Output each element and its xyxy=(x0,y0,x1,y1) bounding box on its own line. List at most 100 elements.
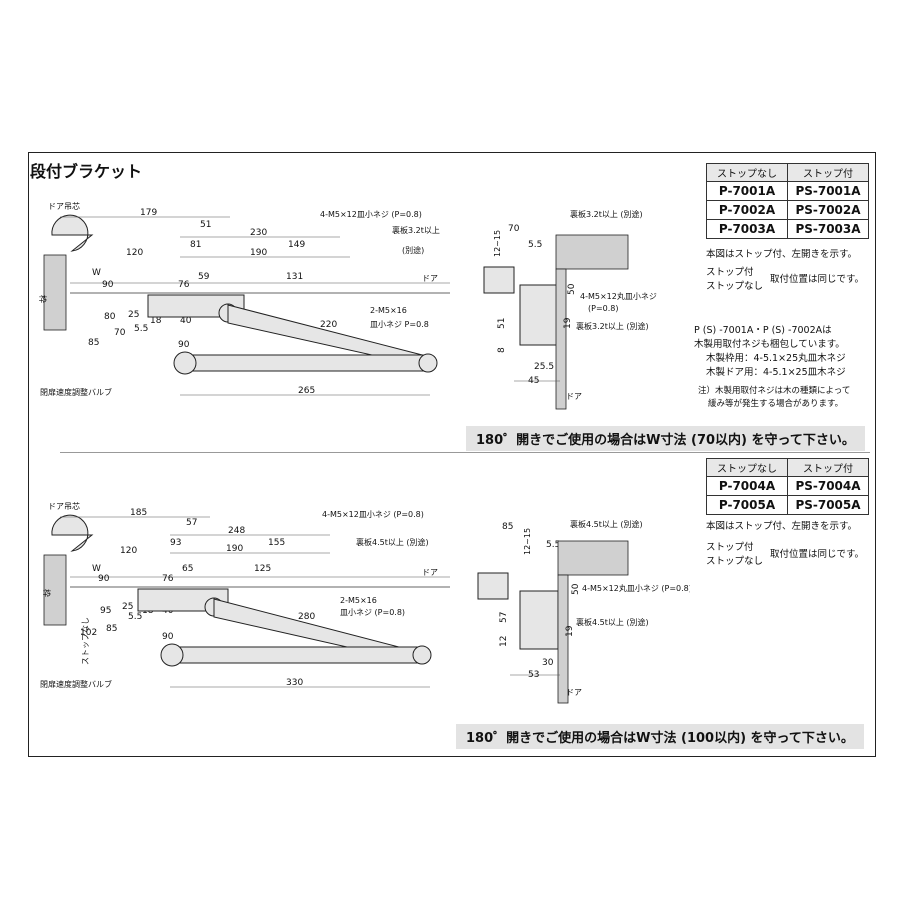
dim-102: 102 xyxy=(80,628,97,638)
screw-mid-1: 2-M5×16 xyxy=(340,596,377,605)
table-cell: PS-7004A xyxy=(787,476,869,496)
dim-185: 185 xyxy=(130,508,147,518)
table-cell: PS-7002A xyxy=(787,200,869,220)
closer-body xyxy=(179,354,431,372)
backing-bottom-label: 裏板3.2t以上 (別途) xyxy=(576,321,649,331)
lower-side-view: 裏板4.5t以上 (別途) 85 12~15 5.5 上枠 4-M5×12丸皿小… xyxy=(477,519,690,704)
door-label: ドア xyxy=(566,688,582,697)
dim-120: 120 xyxy=(120,546,137,556)
upper-warning-banner: 180゜開きでご使用の場合はW寸法 (70以内) を守って下さい。 xyxy=(466,426,865,451)
table-row: P-7002A PS-7002A xyxy=(706,200,869,220)
backing-top-label: 裏板4.5t以上 (別途) xyxy=(356,537,429,547)
upper-wood-note-3: 木製枠用：4-5.1×25丸皿木ネジ xyxy=(706,353,846,364)
dim-90: 90 xyxy=(102,280,114,290)
dim-93: 93 xyxy=(170,538,181,548)
door-label: ドア xyxy=(422,568,438,577)
dim-50: 50 xyxy=(571,583,581,595)
upper-mount-note-b: ストップなし xyxy=(706,281,764,292)
closer-end-right xyxy=(418,353,438,373)
closer-end-left xyxy=(160,643,184,667)
table-header-no-stop: ストップなし xyxy=(706,163,788,182)
dim-90b: 90 xyxy=(162,632,174,642)
dim-65: 65 xyxy=(182,564,193,574)
dim-85: 85 xyxy=(502,522,513,532)
upper-mount-note-a: ストップ付 xyxy=(706,267,754,278)
table-cell: P-7001A xyxy=(706,181,788,201)
upper-wood-note-2: 木製用取付ネジも梱包しています。 xyxy=(694,339,845,350)
dim-12-15: 12~15 xyxy=(493,230,502,257)
screw-label: 4-M5×12丸皿小ネジ (P=0.8) xyxy=(582,583,690,593)
dim-50: 50 xyxy=(567,283,577,295)
dim-179: 179 xyxy=(140,208,157,218)
screw-mid-2: 皿小ネジ (P=0.8) xyxy=(340,608,405,617)
dim-80: 80 xyxy=(104,312,116,322)
backing-bottom-label: 裏板4.5t以上 (別途) xyxy=(576,617,649,627)
dim-51: 51 xyxy=(200,220,211,230)
screw-top-label: 4-M5×12皿小ネジ (P=0.8) xyxy=(320,210,422,219)
door-label: ドア xyxy=(422,274,438,283)
table-cell: PS-7003A xyxy=(787,219,869,239)
screw-top-label: 4-M5×12皿小ネジ (P=0.8) xyxy=(322,510,424,519)
table-cell: PS-7001A xyxy=(787,181,869,201)
table-row: P-7003A PS-7003A xyxy=(706,219,869,239)
door-panel xyxy=(555,268,567,410)
hinge-arc xyxy=(51,514,94,552)
upper-model-table: ストップなし ストップ付 P-7001A PS-7001A P-7002A PS… xyxy=(706,163,869,239)
lower-warning-banner: 180゜開きでご使用の場合はW寸法 (100以内) を守って下さい。 xyxy=(456,724,864,749)
dim-70: 70 xyxy=(508,224,520,234)
dim-12: 12 xyxy=(499,636,509,647)
dim-5.5: 5.5 xyxy=(528,240,542,250)
upper-front-view: ドア吊芯 枠 ドア W 179 51 230 120 81 190 149 90… xyxy=(38,201,450,397)
dim-30: 30 xyxy=(542,658,554,668)
dim-5.5: 5.5 xyxy=(546,540,560,550)
dim-149: 149 xyxy=(288,240,305,250)
frame-label: 枠 xyxy=(42,589,52,597)
dim-190: 190 xyxy=(226,544,243,554)
lower-direction-note: 本図はストップ付、左開きを示す。 xyxy=(706,521,858,532)
backing-top-label: 裏板3.2t以上 (別途) xyxy=(570,209,643,219)
door-axis-label: ドア吊芯 xyxy=(48,201,80,211)
stop-none-label: ストップなし xyxy=(81,617,90,665)
dim-90b: 90 xyxy=(178,340,190,350)
dim-59: 59 xyxy=(198,272,210,282)
dim-18: 18 xyxy=(150,316,162,326)
dim-248: 248 xyxy=(228,526,245,536)
dim-45: 45 xyxy=(528,376,539,386)
section-divider xyxy=(60,452,870,453)
valve-label: 閉扉速度調整バルブ xyxy=(40,679,112,689)
page-title: 段付ブラケット xyxy=(30,162,143,181)
dim-57: 57 xyxy=(499,612,509,623)
lower-mount-note-a: ストップ付 xyxy=(706,542,754,553)
frame-label: 枠 xyxy=(38,295,48,303)
dim-85: 85 xyxy=(88,338,99,348)
door-label: ドア xyxy=(566,392,582,401)
w-label: W xyxy=(92,564,101,574)
table-row: P-7005A PS-7005A xyxy=(706,495,869,515)
bracket-plate xyxy=(519,284,559,346)
dim-155: 155 xyxy=(268,538,285,548)
backing-top-label: 裏板4.5t以上 (別途) xyxy=(570,519,643,529)
arm-joint xyxy=(483,266,515,294)
dim-12-15: 12~15 xyxy=(523,528,532,555)
separate-label: (別途) xyxy=(402,245,424,255)
dim-85: 85 xyxy=(106,624,117,634)
lower-model-table: ストップなし ストップ付 P-7004A PS-7004A P-7005A PS… xyxy=(706,458,869,515)
dim-330: 330 xyxy=(286,678,303,688)
dim-8: 8 xyxy=(497,347,507,353)
lower-front-view: ドア吊芯 枠 ドア W 185 57 248 120 93 190 155 90… xyxy=(40,501,450,689)
frame-block xyxy=(43,554,67,626)
dim-40: 40 xyxy=(180,316,192,326)
hinge-arc xyxy=(51,214,94,252)
table-cell: P-7005A xyxy=(706,495,788,515)
dim-51: 51 xyxy=(497,318,507,329)
table-header-stop: ストップ付 xyxy=(787,458,869,477)
dim-19: 19 xyxy=(565,625,575,637)
dim-81: 81 xyxy=(190,240,201,250)
dim-53: 53 xyxy=(528,670,539,680)
table-cell: P-7003A xyxy=(706,219,788,239)
upper-direction-note: 本図はストップ付、左開きを示す。 xyxy=(706,249,858,260)
closer-end-left xyxy=(173,351,197,375)
table-header-stop: ストップ付 xyxy=(787,163,869,182)
upper-wood-note-5: 注）木製用取付ネジは木の種類によって xyxy=(698,386,851,396)
upper-wood-note-1: P (S) -7001A・P (S) -7002Aは xyxy=(694,325,832,336)
